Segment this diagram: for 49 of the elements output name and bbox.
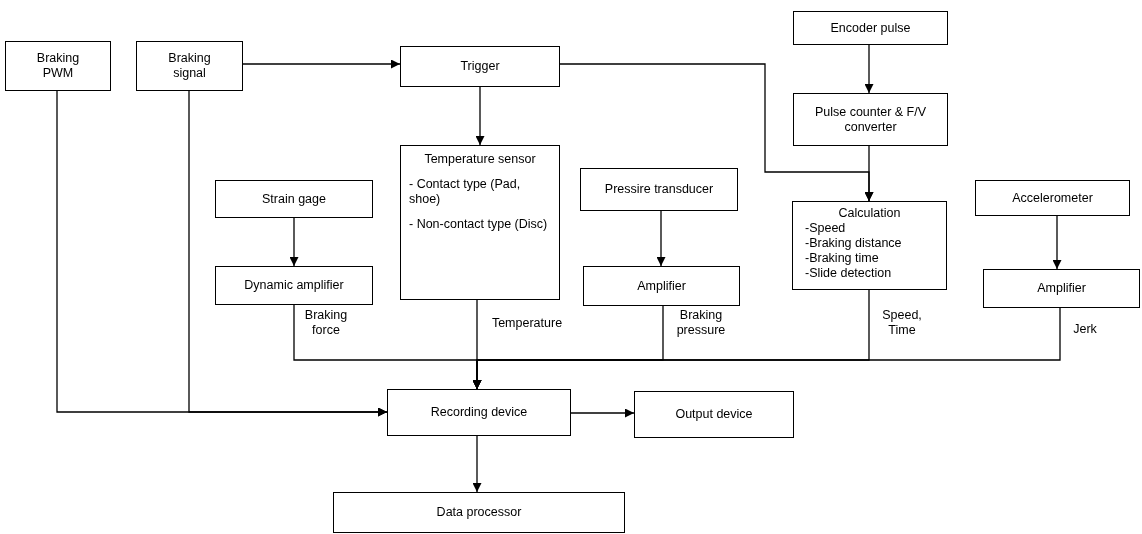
process-box bbox=[215, 180, 373, 218]
box-label: Accelerometer bbox=[1012, 190, 1093, 206]
process-box bbox=[580, 168, 738, 211]
sensor-box bbox=[400, 145, 560, 300]
box-label: Amplifier bbox=[637, 278, 686, 294]
arrow bbox=[188, 90, 388, 417]
arrow bbox=[472, 435, 482, 493]
box-label: Amplifier bbox=[1037, 281, 1086, 296]
arrow bbox=[656, 210, 666, 267]
box-label: Strain gage bbox=[262, 191, 326, 207]
arrow bbox=[570, 408, 635, 418]
list-item: - Contact type (Pad, shoe) bbox=[409, 177, 522, 207]
box-label: Trigger bbox=[460, 59, 500, 74]
process-box bbox=[583, 266, 740, 306]
box-heading: Calculation bbox=[837, 206, 902, 221]
process-box bbox=[387, 389, 571, 436]
box-label: Pressire transducer bbox=[604, 182, 714, 197]
process-box bbox=[975, 180, 1130, 216]
process-box bbox=[634, 391, 794, 438]
process-box bbox=[983, 269, 1140, 308]
list-item: -Speed bbox=[804, 221, 847, 236]
arrow bbox=[475, 86, 485, 146]
box-label: Encoder pulse bbox=[830, 20, 911, 36]
box-label: Pulse counter & F/V converter bbox=[813, 104, 928, 135]
list-item: -Slide detection bbox=[804, 266, 893, 281]
process-box bbox=[793, 11, 948, 45]
process-box bbox=[400, 46, 560, 87]
box-heading: Temperature sensor bbox=[423, 152, 537, 167]
process-box bbox=[5, 41, 111, 91]
box-label: Braking signal bbox=[167, 51, 212, 81]
list-item: - Non-contact type (Disc) bbox=[409, 217, 549, 232]
arrow bbox=[864, 145, 874, 202]
box-label: Braking PWM bbox=[35, 51, 81, 81]
arrow bbox=[864, 44, 874, 94]
process-box bbox=[215, 266, 373, 305]
arrow bbox=[289, 217, 299, 267]
calculation-box bbox=[792, 201, 947, 290]
process-box bbox=[333, 492, 625, 533]
box-label: Output device bbox=[675, 407, 753, 422]
process-box bbox=[136, 41, 243, 91]
list-item: -Braking time bbox=[804, 251, 880, 266]
arrow bbox=[1052, 215, 1062, 270]
box-label: Recording device bbox=[430, 405, 528, 420]
arrow bbox=[242, 59, 401, 69]
box-label: Dynamic amplifier bbox=[244, 278, 344, 293]
box-label: Data processor bbox=[436, 505, 522, 520]
list-item: -Braking distance bbox=[804, 236, 903, 251]
arrow bbox=[472, 307, 1061, 390]
process-box bbox=[793, 93, 948, 146]
